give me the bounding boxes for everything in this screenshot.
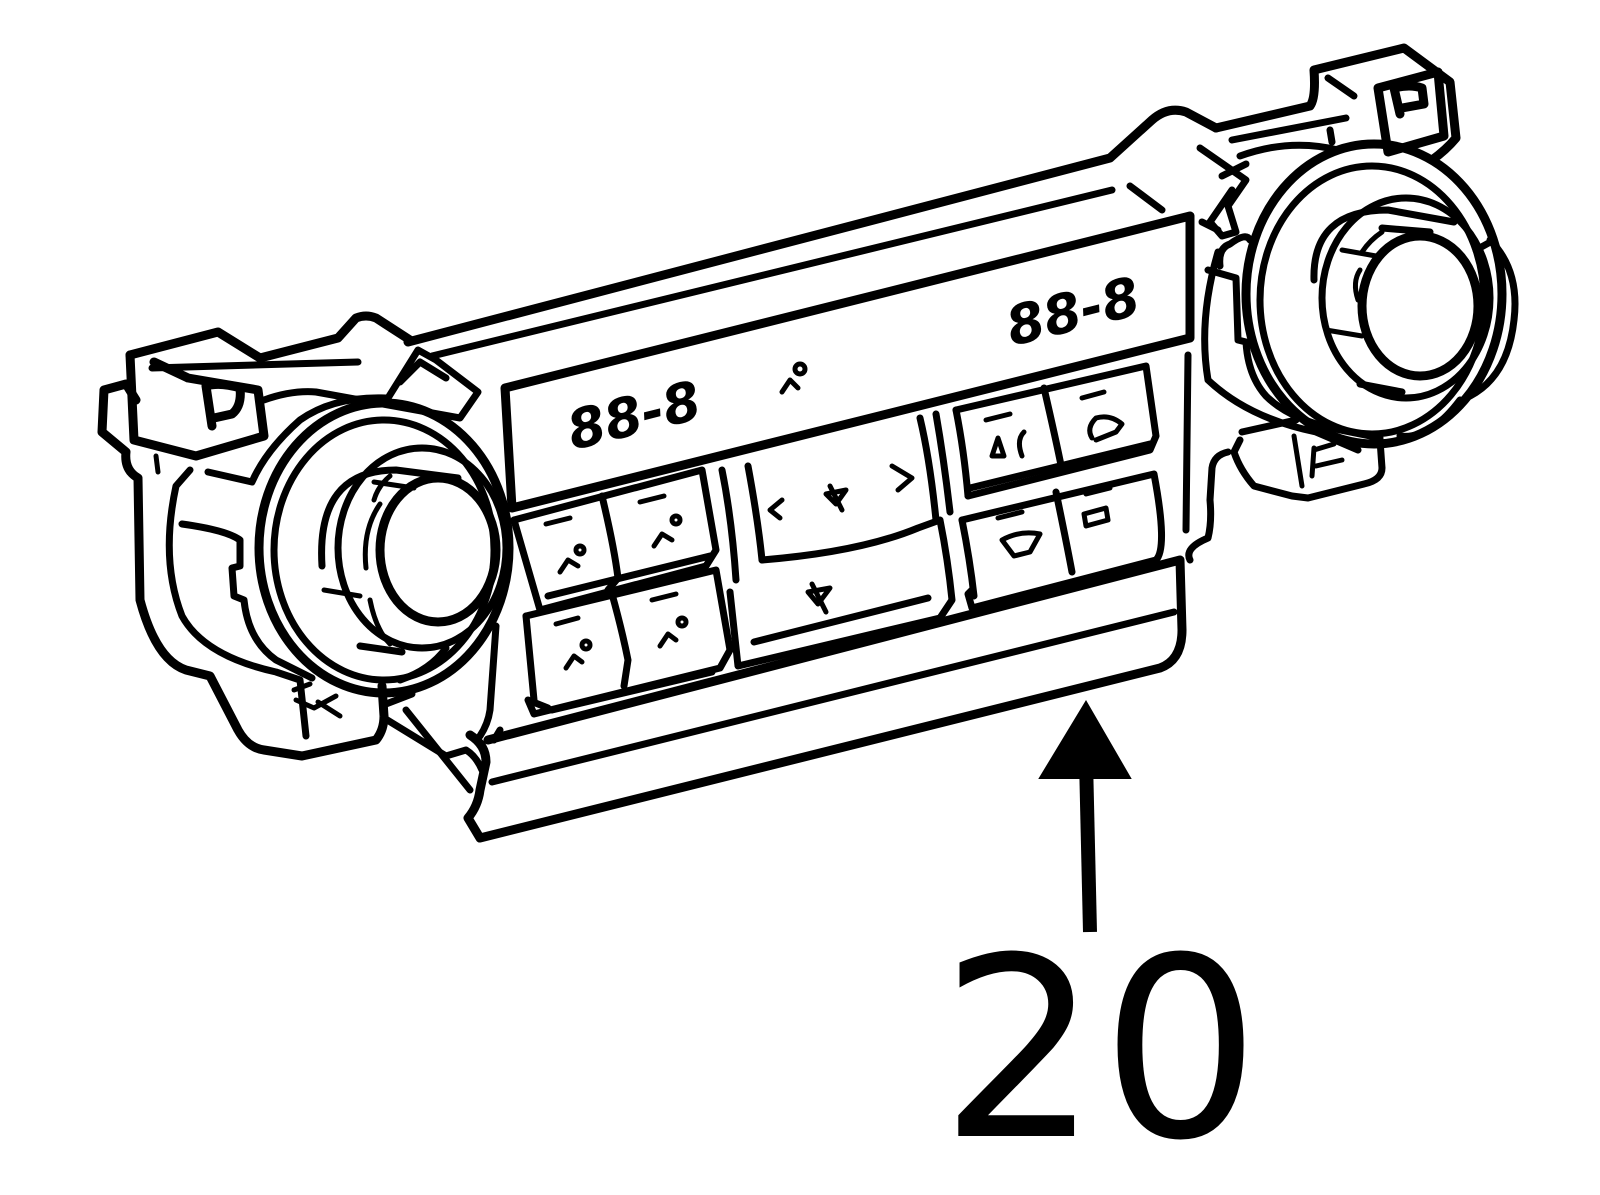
left-temperature-knob <box>97 311 514 794</box>
defrost-icon <box>995 509 1043 559</box>
part-number-label: 20 <box>940 904 1263 1195</box>
button-icon-1 <box>543 515 587 575</box>
fan-icon <box>779 361 808 395</box>
fan-icon-lower <box>805 581 833 615</box>
right-temperature-readout: 88-8 <box>1000 265 1146 359</box>
left-temperature-readout: 88-8 <box>561 369 707 463</box>
fan-icon <box>823 483 849 513</box>
button-icon-4 <box>649 591 689 649</box>
ac-icon <box>983 411 1027 459</box>
button-icon-3 <box>553 615 593 671</box>
display-area: 88-8 88-8 <box>561 265 1146 463</box>
right-temperature-knob <box>1196 43 1519 502</box>
button-icon-2 <box>637 493 683 549</box>
arrow-up-icon <box>1038 700 1132 779</box>
fan-speed-down-icon <box>767 497 785 521</box>
rear-defrost-icon <box>1081 485 1113 529</box>
center-fan-control <box>718 410 956 670</box>
left-button-bank <box>510 466 734 718</box>
right-button-bank <box>952 362 1165 612</box>
callout-arrow <box>1038 700 1132 933</box>
fan-speed-up-icon <box>889 463 915 493</box>
recirculation-icon <box>1079 389 1125 443</box>
panel-body <box>403 105 1232 843</box>
